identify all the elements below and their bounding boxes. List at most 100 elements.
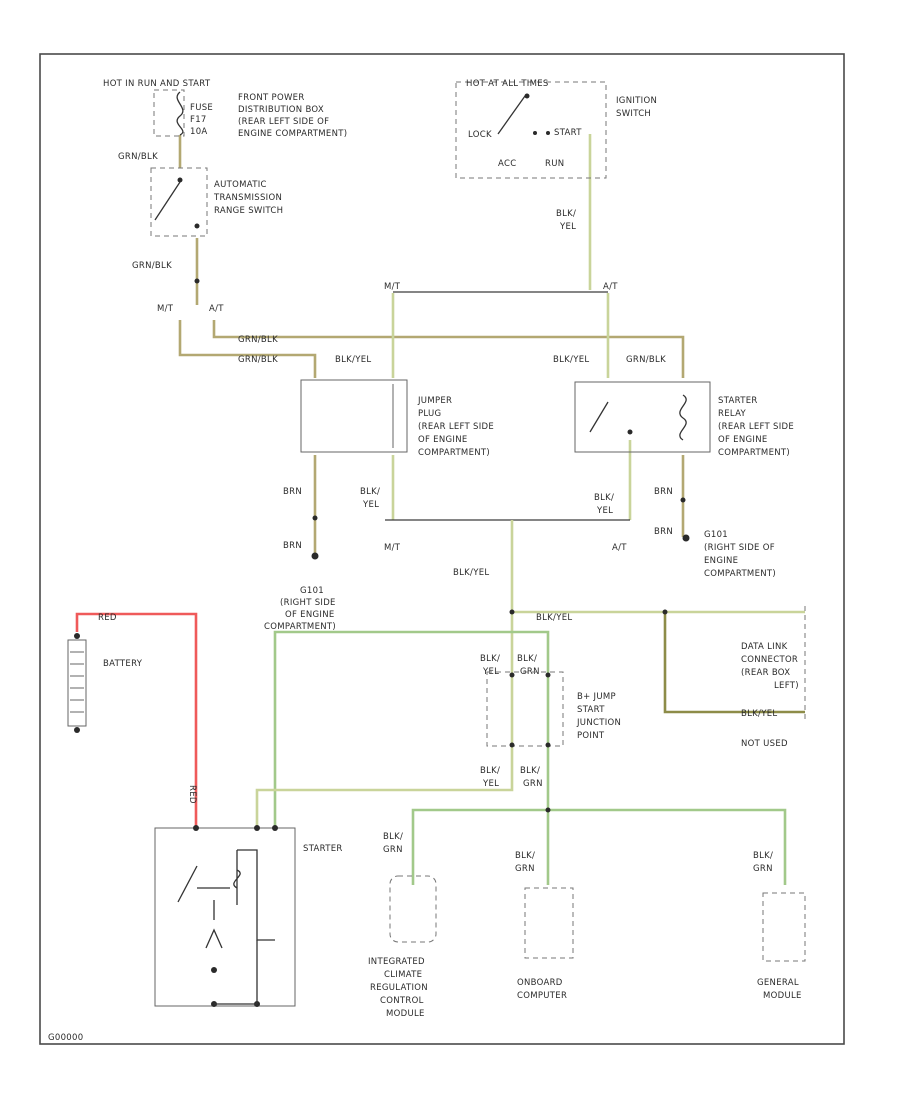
general-outline <box>762 892 806 962</box>
wire-not-used <box>663 612 805 714</box>
fuse-label: FUSE <box>190 103 213 113</box>
wire-label-brn-2: BRN <box>283 541 302 551</box>
at-label-3: A/T <box>612 543 627 553</box>
starter-term-bat <box>193 825 199 831</box>
dlc-label-1: DATA LINK <box>741 642 788 652</box>
range-switch: AUTOMATIC TRANSMISSION RANGE SWITCH <box>150 167 283 237</box>
dlc-label-3: (REAR BOX <box>741 668 790 678</box>
diagram-frame <box>39 53 845 1045</box>
wire-label-blkyel-sr2-2: YEL <box>596 506 613 516</box>
dlc-label-2: CONNECTOR <box>741 655 798 665</box>
wire-label-red-1: RED <box>98 613 117 623</box>
g101-label-1: G101 <box>704 530 728 540</box>
general-label-2: MODULE <box>763 991 802 1001</box>
battery-label: BATTERY <box>103 659 143 669</box>
g101-left-label-2: (RIGHT SIDE <box>280 598 336 608</box>
wire-label-blkyel-j2-1: BLK/ <box>480 766 500 776</box>
not-used-label: NOT USED <box>741 739 788 749</box>
acc-label: ACC <box>498 159 516 169</box>
fuse-box-desc-3: (REAR LEFT SIDE OF <box>238 117 329 127</box>
wire-label-grn-blk-2: GRN/BLK <box>132 261 172 271</box>
starter-outline <box>154 827 296 1007</box>
jump-start-label-3: JUNCTION <box>576 718 621 728</box>
figure-id: G00000 <box>48 1033 83 1043</box>
relay-coil <box>679 394 687 441</box>
fuse-amperage: 10A <box>190 127 208 137</box>
wire-label-blkyel-dlc: BLK/YEL <box>536 613 572 623</box>
hot-in-start-label: HOT IN RUN AND START <box>103 79 211 89</box>
wire-label-blkyel-sr: BLK/YEL <box>553 355 589 365</box>
g101-left-label-1: G101 <box>300 586 324 596</box>
ignition-switch: HOT AT ALL TIMES LOCK START ACC RUN IGNI… <box>455 79 657 179</box>
junction-term-4 <box>545 742 551 748</box>
splice-dlc <box>662 609 668 615</box>
junction-term-3 <box>509 742 515 748</box>
splice-range-switch <box>194 278 200 284</box>
wire-label-blkyel-nu: BLK/YEL <box>741 709 777 719</box>
jump-start-junction: BLK/ YEL BLK/ GRN B+ JUMP START JUNCTION… <box>480 654 621 789</box>
icrc-label-1: INTEGRATED <box>368 957 425 967</box>
wire-label-blkyel-sr2-1: BLK/ <box>594 493 614 503</box>
splice-modules <box>545 807 551 813</box>
run-label: RUN <box>545 159 564 169</box>
g101-left-label-3: OF ENGINE <box>285 610 335 620</box>
wire-at-to-relay <box>212 320 685 378</box>
jumper-plug-outline <box>300 379 408 453</box>
range-switch-contact-top <box>177 177 183 183</box>
wire-label-brn-4: BRN <box>654 527 673 537</box>
relay-switch-blade <box>589 401 609 433</box>
ground-jumper <box>311 552 319 560</box>
wire-label-blkgrn-j2-2: GRN <box>523 779 543 789</box>
wire-label-blkgrn-j1-1: BLK/ <box>517 654 537 664</box>
auto-trans-label-2: TRANSMISSION <box>213 193 282 203</box>
auto-trans-label-1: AUTOMATIC <box>214 180 267 190</box>
fuse-box-desc-4: ENGINE COMPARTMENT) <box>238 129 347 139</box>
starter-relay-label-4: OF ENGINE <box>718 435 768 445</box>
ignition-label-1: IGNITION <box>616 96 657 106</box>
wire-label-blkgrn-a-1: BLK/ <box>383 832 403 842</box>
wire-label-blkyel-j2-2: YEL <box>482 779 499 789</box>
g101-label-3: ENGINE <box>704 556 738 566</box>
range-switch-contact-bottom <box>194 223 200 229</box>
starter-motor-symbol <box>205 928 223 949</box>
wire-label-blkgrn-b-1: BLK/ <box>515 851 535 861</box>
wire-ground-g101 <box>273 630 550 830</box>
wire-label-brn-1: BRN <box>283 487 302 497</box>
mt-label-3: M/T <box>384 543 401 553</box>
relay-contact <box>627 429 633 435</box>
jumper-plug: BLK/YEL JUMPER PLUG (REAR LEFT SIDE OF E… <box>300 355 494 458</box>
onboard-label-1: ONBOARD <box>517 978 563 988</box>
wire-label-blkgrn-b-2: GRN <box>515 864 535 874</box>
wire-label-red-2: RED <box>187 785 197 804</box>
wire-label-blkgrn-j1-2: GRN <box>520 667 540 677</box>
fuse-box: HOT IN RUN AND START FUSE F17 10A FRONT … <box>103 79 347 139</box>
icrc-module: BLK/ GRN INTEGRATED CLIMATE REGULATION C… <box>368 832 437 1019</box>
mt-label-1: M/T <box>157 304 174 314</box>
battery-terminal-neg <box>74 727 80 733</box>
wire-label-grn-blk-4: GRN/BLK <box>238 355 278 365</box>
icrc-label-5: MODULE <box>386 1009 425 1019</box>
fuse-box-outline <box>153 89 185 137</box>
battery-terminal-pos <box>74 633 80 639</box>
ground-relay <box>682 534 690 542</box>
starter-relay: BLK/YEL GRN/BLK STARTER RELAY (REAR LEFT… <box>553 355 794 458</box>
jumper-label-3: (REAR LEFT SIDE <box>418 422 494 432</box>
starter-relay-label-2: RELAY <box>718 409 747 419</box>
hot-at-all-times-label: HOT AT ALL TIMES <box>466 79 549 89</box>
jump-start-label-2: START <box>577 705 605 715</box>
wire-label-blkyel-jp: BLK/YEL <box>335 355 371 365</box>
jumper-label-5: COMPARTMENT) <box>418 448 490 458</box>
wire-blkgrn-modules <box>411 808 787 885</box>
range-switch-outline <box>150 167 208 237</box>
ignition-switch-outline <box>455 81 607 179</box>
at-label-2: A/T <box>603 282 618 292</box>
junction-outline <box>486 671 564 747</box>
ignition-label-2: SWITCH <box>616 109 651 119</box>
jumper-label-2: PLUG <box>418 409 441 419</box>
g101-label-4: COMPARTMENT) <box>704 569 776 579</box>
data-link-connector: BLK/YEL DATA LINK CONNECTOR (REAR BOX LE… <box>536 606 806 749</box>
starter-relay-label-5: COMPARTMENT) <box>718 448 790 458</box>
auto-trans-label-3: RANGE SWITCH <box>214 206 283 216</box>
onboard-outline <box>524 887 574 959</box>
